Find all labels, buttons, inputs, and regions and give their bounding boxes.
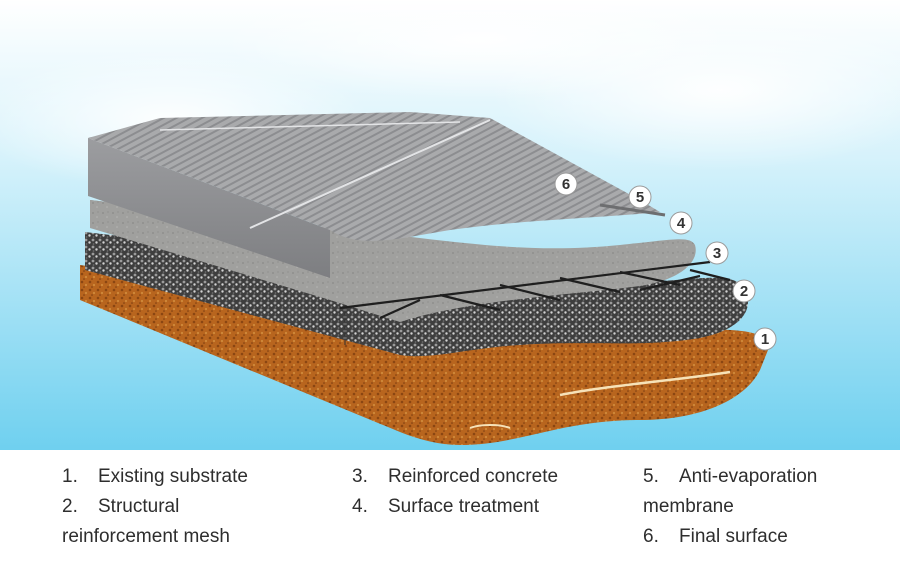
legend-number: 2. bbox=[62, 496, 78, 517]
legend-text: membrane bbox=[643, 496, 734, 517]
substrate-highlight bbox=[469, 424, 511, 429]
layer-illustration: 6 5 4 3 2 1 bbox=[0, 0, 900, 450]
legend-text: Structural bbox=[98, 496, 180, 517]
surface-joint bbox=[159, 121, 461, 131]
marker-5: 5 bbox=[628, 185, 652, 209]
marker-3: 3 bbox=[705, 241, 729, 265]
marker-1: 1 bbox=[753, 327, 777, 351]
legend-text: Existing substrate bbox=[98, 466, 248, 487]
substrate-highlight bbox=[559, 370, 731, 397]
legend-number: 4. bbox=[352, 496, 368, 517]
cloud bbox=[220, 0, 740, 100]
marker-6-label: 6 bbox=[562, 176, 570, 193]
legend-item-2: 2. Structural bbox=[62, 492, 179, 522]
legend-text: Surface treatment bbox=[388, 496, 540, 517]
legend-item-3: 3. Reinforced concrete bbox=[352, 462, 558, 492]
surface-joint bbox=[249, 119, 491, 229]
legend: 1. Existing substrate 2. Structural reinfo… bbox=[0, 450, 900, 578]
legend-item-2-continuation: reinforcement mesh bbox=[62, 522, 230, 552]
legend-number: 6. bbox=[643, 526, 659, 547]
legend-number: 3. bbox=[352, 466, 368, 487]
layer-final-surface-side bbox=[88, 138, 330, 278]
legend-number: 5. bbox=[643, 466, 659, 487]
legend-text: Reinforced concrete bbox=[388, 466, 559, 487]
marker-4-label: 4 bbox=[677, 215, 686, 232]
membrane-edge bbox=[599, 203, 666, 217]
legend-item-1: 1. Existing substrate bbox=[62, 462, 248, 492]
marker-3-label: 3 bbox=[713, 245, 721, 262]
marker-6: 6 bbox=[554, 172, 578, 196]
legend-text: Anti-evaporation bbox=[679, 466, 818, 487]
legend-item-5-continuation: membrane bbox=[643, 492, 734, 522]
legend-text: reinforcement mesh bbox=[62, 526, 230, 547]
marker-5-label: 5 bbox=[636, 189, 644, 206]
legend-text: Final surface bbox=[679, 526, 788, 547]
marker-2-label: 2 bbox=[740, 283, 748, 300]
legend-item-5: 5. Anti-evaporation bbox=[643, 462, 817, 492]
legend-item-6: 6. Final surface bbox=[643, 522, 788, 552]
legend-number: 1. bbox=[62, 466, 78, 487]
marker-4: 4 bbox=[669, 211, 693, 235]
layer-final-surface-top bbox=[88, 112, 660, 241]
marker-2: 2 bbox=[732, 279, 756, 303]
legend-item-4: 4. Surface treatment bbox=[352, 492, 539, 522]
marker-1-label: 1 bbox=[761, 331, 769, 348]
reinforcement-mesh bbox=[339, 260, 731, 320]
